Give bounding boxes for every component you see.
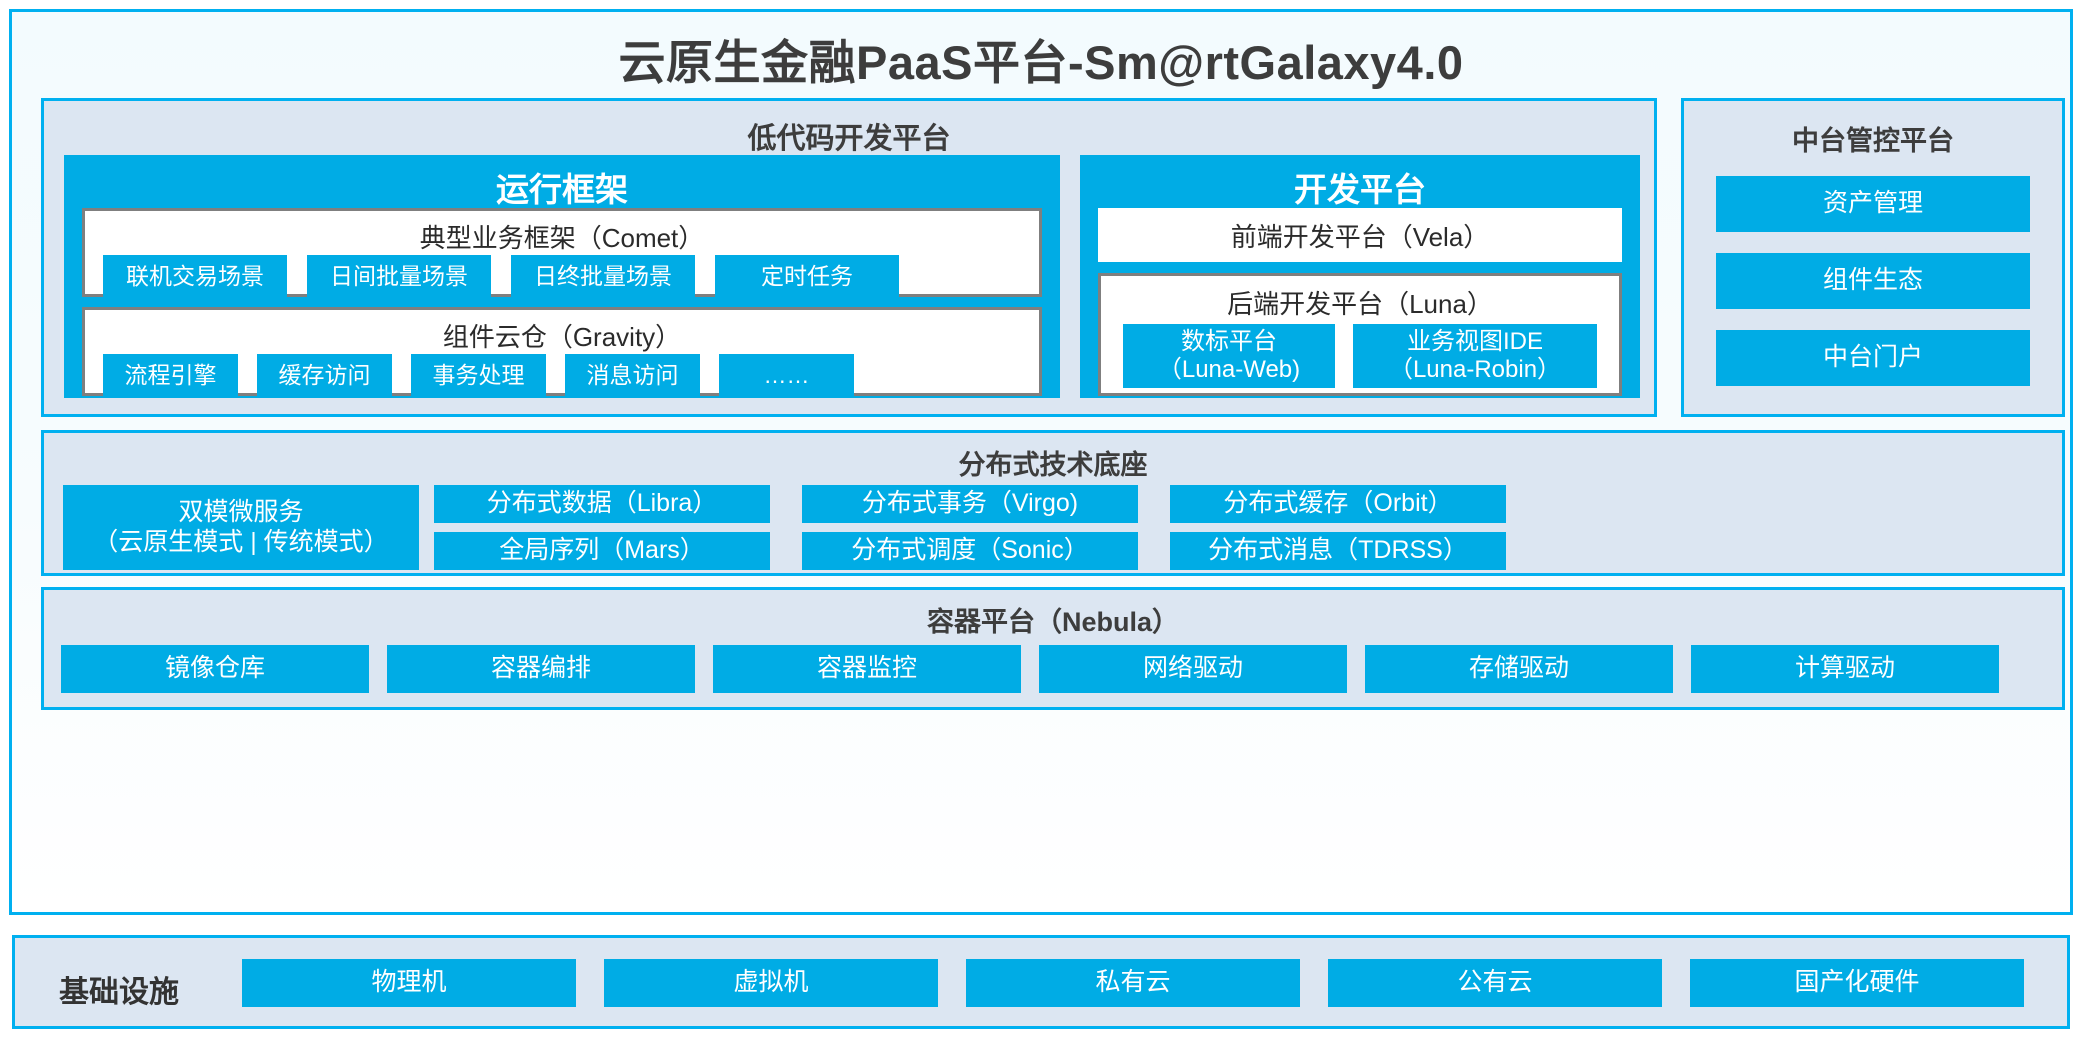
dev-platform-box: 开发平台 前端开发平台（Vela） 后端开发平台（Luna） 数标平台 （Lun… bbox=[1080, 155, 1640, 398]
container-item-orchestration[interactable]: 容器编排 bbox=[387, 645, 695, 693]
infra-item-domestic-hardware[interactable]: 国产化硬件 bbox=[1690, 959, 2024, 1007]
infra-item-private-cloud[interactable]: 私有云 bbox=[966, 959, 1300, 1007]
control-platform-panel: 中台管控平台 资产管理 组件生态 中台门户 bbox=[1681, 98, 2065, 417]
infra-item-public-cloud[interactable]: 公有云 bbox=[1328, 959, 1662, 1007]
container-platform-panel: 容器平台（Nebula） 镜像仓库 容器编排 容器监控 网络驱动 存储驱动 计算… bbox=[41, 587, 2065, 710]
control-platform-title: 中台管控平台 bbox=[1792, 126, 1954, 156]
control-item-component-ecosystem[interactable]: 组件生态 bbox=[1716, 253, 2030, 309]
infra-item-virtual-machine[interactable]: 虚拟机 bbox=[604, 959, 938, 1007]
container-platform-title: 容器平台（Nebula） bbox=[926, 607, 1180, 637]
comet-title: 典型业务框架（Comet） bbox=[419, 223, 705, 253]
page-title: 云原生金融PaaS平台-Sm@rtGalaxy4.0 bbox=[618, 36, 1464, 89]
luna-item-luna-robin[interactable]: 业务视图IDE （Luna-Robin） bbox=[1353, 324, 1597, 388]
distributed-base-title: 分布式技术底座 bbox=[958, 450, 1148, 480]
distributed-base-panel: 分布式技术底座 双模微服务 （云原生模式 | 传统模式） 分布式数据（Libra… bbox=[41, 430, 2065, 576]
distributed-item-orbit[interactable]: 分布式缓存（Orbit） bbox=[1170, 485, 1506, 523]
container-item-storage-driver[interactable]: 存储驱动 bbox=[1365, 645, 1673, 693]
comet-item-online-trade[interactable]: 联机交易场景 bbox=[103, 255, 287, 298]
container-item-compute-driver[interactable]: 计算驱动 bbox=[1691, 645, 1999, 693]
container-item-monitoring[interactable]: 容器监控 bbox=[713, 645, 1021, 693]
lowcode-platform-title: 低代码开发平台 bbox=[747, 123, 951, 155]
gravity-item-more[interactable]: …… bbox=[719, 354, 854, 397]
dev-platform-title: 开发平台 bbox=[1294, 171, 1426, 208]
container-item-image-registry[interactable]: 镜像仓库 bbox=[61, 645, 369, 693]
gravity-box: 组件云仓（Gravity） 流程引擎 缓存访问 事务处理 消息访问 …… bbox=[82, 307, 1042, 397]
infrastructure-panel: 基础设施 物理机 虚拟机 私有云 公有云 国产化硬件 bbox=[12, 935, 2070, 1029]
control-item-asset-management[interactable]: 资产管理 bbox=[1716, 176, 2030, 232]
runtime-framework-box: 运行框架 典型业务框架（Comet） 联机交易场景 日间批量场景 日终批量场景 … bbox=[64, 155, 1060, 398]
comet-item-intraday-batch[interactable]: 日间批量场景 bbox=[307, 255, 491, 298]
luna-item-luna-web[interactable]: 数标平台 （Luna-Web) bbox=[1123, 324, 1335, 388]
main-frame: 云原生金融PaaS平台-Sm@rtGalaxy4.0 低代码开发平台 运行框架 … bbox=[9, 9, 2073, 915]
comet-item-scheduled-task[interactable]: 定时任务 bbox=[715, 255, 899, 298]
distributed-item-sonic[interactable]: 分布式调度（Sonic） bbox=[802, 532, 1138, 570]
control-item-portal[interactable]: 中台门户 bbox=[1716, 330, 2030, 386]
gravity-title: 组件云仓（Gravity） bbox=[442, 322, 682, 352]
distributed-item-mars[interactable]: 全局序列（Mars） bbox=[434, 532, 770, 570]
vela-label: 前端开发平台（Vela） bbox=[1230, 221, 1490, 252]
luna-title: 后端开发平台（Luna） bbox=[1227, 289, 1493, 319]
distributed-item-virgo[interactable]: 分布式事务（Virgo) bbox=[802, 485, 1138, 523]
lowcode-platform-panel: 低代码开发平台 运行框架 典型业务框架（Comet） 联机交易场景 日间批量场景… bbox=[41, 98, 1657, 417]
container-item-network-driver[interactable]: 网络驱动 bbox=[1039, 645, 1347, 693]
distributed-item-libra[interactable]: 分布式数据（Libra） bbox=[434, 485, 770, 523]
infra-item-physical-machine[interactable]: 物理机 bbox=[242, 959, 576, 1007]
runtime-framework-title: 运行框架 bbox=[496, 171, 628, 208]
gravity-item-message-access[interactable]: 消息访问 bbox=[565, 354, 700, 397]
gravity-item-transaction[interactable]: 事务处理 bbox=[411, 354, 546, 397]
gravity-item-process-engine[interactable]: 流程引擎 bbox=[103, 354, 238, 397]
infrastructure-label: 基础设施 bbox=[59, 976, 179, 1009]
luna-box: 后端开发平台（Luna） 数标平台 （Luna-Web) 业务视图IDE （Lu… bbox=[1098, 273, 1622, 396]
distributed-item-tdrss[interactable]: 分布式消息（TDRSS） bbox=[1170, 532, 1506, 570]
distributed-microservice[interactable]: 双模微服务 （云原生模式 | 传统模式） bbox=[63, 485, 419, 570]
gravity-item-cache-access[interactable]: 缓存访问 bbox=[257, 354, 392, 397]
comet-box: 典型业务框架（Comet） 联机交易场景 日间批量场景 日终批量场景 定时任务 bbox=[82, 208, 1042, 298]
vela-box[interactable]: 前端开发平台（Vela） bbox=[1098, 208, 1622, 262]
comet-item-eod-batch[interactable]: 日终批量场景 bbox=[511, 255, 695, 298]
